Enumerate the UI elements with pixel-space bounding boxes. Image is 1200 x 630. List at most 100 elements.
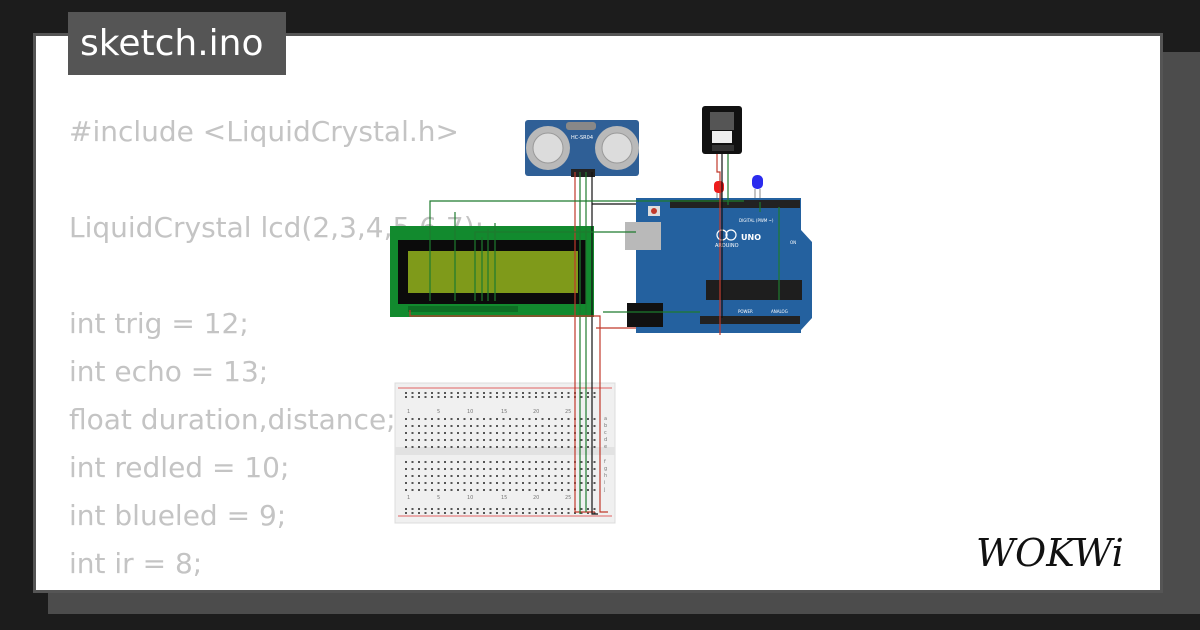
- breadboard-hole: [444, 446, 446, 448]
- breadboard-col-label: 25: [565, 409, 571, 415]
- breadboard-hole: [548, 475, 550, 477]
- breadboard-hole: [502, 468, 505, 470]
- breadboard-row-label: i: [604, 480, 605, 486]
- breadboard-hole: [405, 396, 407, 398]
- breadboard-hole: [502, 396, 505, 398]
- breadboard-hole: [515, 432, 518, 434]
- breadboard-hole: [587, 396, 589, 398]
- breadboard-hole: [405, 439, 407, 441]
- breadboard-hole: [405, 432, 407, 434]
- breadboard-hole: [450, 418, 453, 420]
- blue-led[interactable]: [752, 175, 763, 202]
- breadboard-hole: [418, 396, 420, 398]
- breadboard-hole: [561, 392, 563, 394]
- breadboard-hole: [535, 446, 537, 448]
- breadboard-hole: [444, 439, 446, 441]
- breadboard-hole: [437, 512, 440, 514]
- breadboard-hole: [450, 425, 453, 427]
- breadboard-hole: [489, 446, 492, 448]
- breadboard-hole: [437, 468, 440, 470]
- breadboard-hole: [502, 489, 505, 491]
- breadboard-hole: [489, 425, 492, 427]
- breadboard-hole: [522, 475, 524, 477]
- breadboard-hole: [528, 489, 531, 491]
- breadboard-hole: [431, 461, 433, 463]
- arduino-uno[interactable]: UNO ARDUINO DIGITAL (PWM ~) POWER ANALOG…: [625, 198, 812, 333]
- breadboard-hole: [418, 425, 420, 427]
- breadboard-hole: [548, 461, 550, 463]
- wires: [409, 154, 780, 515]
- breadboard-hole: [496, 446, 498, 448]
- breadboard-hole: [593, 489, 596, 491]
- breadboard-hole: [502, 475, 505, 477]
- breadboard-hole: [554, 489, 557, 491]
- breadboard-hole: [593, 425, 596, 427]
- breadboard-hole: [489, 396, 492, 398]
- ultrasonic-sensor[interactable]: HC-SR04: [525, 120, 639, 177]
- breadboard-hole: [476, 468, 479, 470]
- ir-receiver[interactable]: [702, 106, 742, 154]
- breadboard-hole: [541, 425, 544, 427]
- breadboard-row-label: j: [603, 487, 605, 493]
- breadboard-hole: [567, 425, 570, 427]
- breadboard-hole: [424, 482, 427, 484]
- breadboard-hole: [470, 396, 472, 398]
- breadboard-hole: [418, 446, 420, 448]
- breadboard-hole: [483, 482, 485, 484]
- breadboard-hole: [463, 468, 466, 470]
- breadboard-hole: [548, 482, 550, 484]
- breadboard-hole: [528, 425, 531, 427]
- breadboard-hole: [424, 392, 427, 394]
- breadboard-hole: [502, 482, 505, 484]
- breadboard-hole: [535, 468, 537, 470]
- breadboard-hole: [587, 475, 589, 477]
- breadboard[interactable]: 1 5 10 15 20 25 1 5 10 15 20 25 a b c d …: [394, 382, 616, 524]
- breadboard-hole: [444, 425, 446, 427]
- breadboard-hole: [411, 439, 414, 441]
- breadboard-hole: [522, 461, 524, 463]
- breadboard-hole: [424, 512, 427, 514]
- breadboard-hole: [509, 461, 511, 463]
- breadboard-hole: [424, 396, 427, 398]
- breadboard-hole: [535, 508, 537, 510]
- breadboard-hole: [424, 508, 427, 510]
- breadboard-hole: [444, 489, 446, 491]
- breadboard-hole: [405, 489, 407, 491]
- breadboard-hole: [593, 482, 596, 484]
- breadboard-col-label: 15: [501, 409, 507, 415]
- breadboard-hole: [489, 461, 492, 463]
- breadboard-hole: [405, 392, 407, 394]
- breadboard-hole: [431, 425, 433, 427]
- breadboard-hole: [437, 508, 440, 510]
- breadboard-hole: [522, 439, 524, 441]
- breadboard-hole: [470, 432, 472, 434]
- breadboard-hole: [450, 489, 453, 491]
- breadboard-hole: [457, 508, 459, 510]
- breadboard-hole: [450, 461, 453, 463]
- breadboard-hole: [528, 512, 531, 514]
- breadboard-hole: [489, 432, 492, 434]
- lcd-display[interactable]: [390, 226, 594, 317]
- breadboard-hole: [431, 439, 433, 441]
- breadboard-hole: [561, 446, 563, 448]
- breadboard-hole: [593, 396, 596, 398]
- breadboard-hole: [548, 468, 550, 470]
- breadboard-hole: [483, 425, 485, 427]
- breadboard-hole: [496, 461, 498, 463]
- breadboard-hole: [502, 392, 505, 394]
- breadboard-hole: [561, 425, 563, 427]
- breadboard-hole: [437, 432, 440, 434]
- breadboard-hole: [444, 482, 446, 484]
- breadboard-hole: [554, 392, 557, 394]
- breadboard-hole: [515, 439, 518, 441]
- breadboard-hole: [457, 468, 459, 470]
- breadboard-hole: [593, 512, 596, 514]
- breadboard-col-label: 20: [533, 409, 539, 415]
- breadboard-hole: [418, 439, 420, 441]
- breadboard-hole: [496, 468, 498, 470]
- breadboard-hole: [450, 392, 453, 394]
- breadboard-hole: [405, 418, 407, 420]
- breadboard-hole: [483, 446, 485, 448]
- breadboard-hole: [502, 508, 505, 510]
- breadboard-hole: [587, 512, 589, 514]
